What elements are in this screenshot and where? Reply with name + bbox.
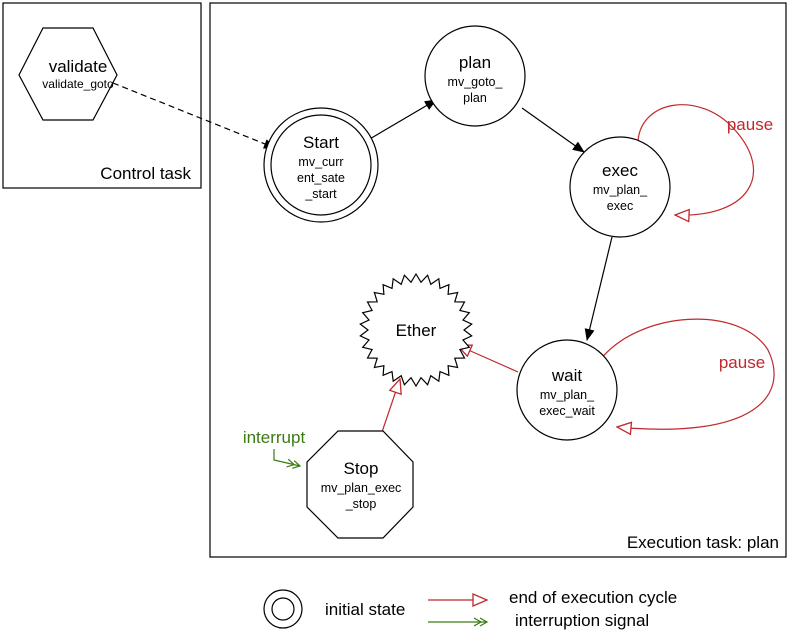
wait-pause-label: pause [719, 353, 765, 372]
node-wait-fn-line: mv_plan_ [540, 388, 595, 402]
node-exec-fn-line: mv_plan_ [593, 183, 648, 197]
node-stop-name: Stop [344, 459, 379, 478]
node-plan-name: plan [459, 53, 491, 72]
edge-wait-pause-loop [599, 318, 775, 429]
cluster-execution-label: Execution task: plan [627, 533, 779, 552]
interrupt-label: interrupt [243, 428, 306, 447]
edge-interrupt-stop [273, 449, 300, 466]
edge-stop-ether [381, 379, 400, 433]
node-wait: wait mv_plan_ exec_wait [516, 339, 618, 441]
edge-start-plan [367, 99, 437, 141]
node-validate: validate validate_goto [18, 27, 118, 121]
node-stop-fn-line: _stop [345, 497, 377, 511]
node-ether-name: Ether [396, 321, 437, 340]
octagon-shape [306, 430, 414, 539]
node-validate-name: validate [49, 57, 108, 76]
node-plan-fn-line: mv_goto_ [448, 75, 504, 89]
node-stop: Stop mv_plan_exec _stop [306, 430, 414, 539]
edge-validate-start [112, 82, 276, 149]
node-validate-fn: validate_goto [42, 77, 114, 91]
edge-wait-ether [457, 345, 519, 373]
legend: initial state end of execution cycle int… [263, 588, 677, 630]
legend-interruption-label: interruption signal [515, 611, 649, 630]
cluster-control-task: Control task [2, 2, 202, 189]
legend-initial-state-label: initial state [325, 600, 405, 619]
edge-exec-pause-loop [637, 104, 754, 215]
node-exec-fn-line: exec [607, 199, 633, 213]
node-plan-fn-line: plan [463, 91, 487, 105]
node-stop-fn-line: mv_plan_exec [321, 481, 402, 495]
node-wait-fn-line: exec_wait [539, 404, 595, 418]
edge-plan-exec [521, 107, 585, 153]
node-start-name: Start [303, 133, 339, 152]
cluster-control-label: Control task [100, 164, 191, 183]
edge-exec-wait [584, 236, 613, 341]
node-wait-name: wait [551, 366, 583, 385]
node-start: Start mv_curr ent_sate _start [263, 107, 379, 223]
node-exec-name: exec [602, 161, 638, 180]
node-start-fn-line: ent_sate [297, 171, 345, 185]
hexagon-shape [18, 27, 118, 121]
node-ether: Ether [359, 272, 473, 388]
node-start-fn-line: mv_curr [298, 155, 343, 169]
legend-initial-state-icon [263, 589, 303, 629]
starburst-shape [359, 272, 473, 388]
exec-pause-label: pause [727, 115, 773, 134]
node-plan: plan mv_goto_ plan [424, 25, 526, 127]
legend-end-cycle-label: end of execution cycle [509, 588, 677, 607]
node-start-fn-line: _start [304, 187, 337, 201]
node-exec: exec mv_plan_ exec [569, 136, 671, 238]
cluster-execution-task: Execution task: plan [209, 2, 787, 558]
